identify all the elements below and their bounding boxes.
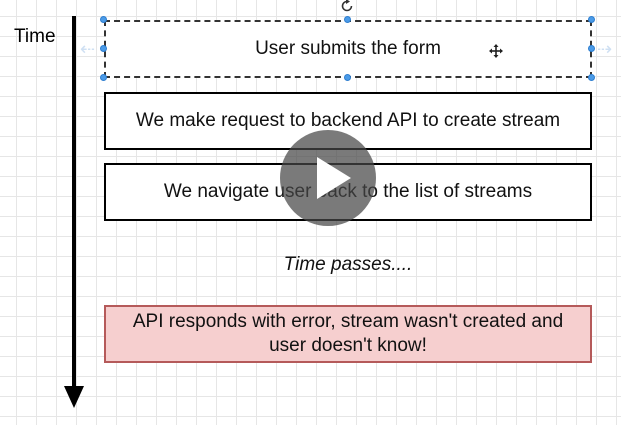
- time-passes-caption: Time passes....: [283, 254, 413, 275]
- step-label: We make request to backend API to create…: [135, 110, 561, 132]
- resize-handle-middle-left[interactable]: [100, 45, 107, 52]
- resize-handle-top-center[interactable]: [344, 16, 351, 23]
- connector-left-arrow-icon[interactable]: ⇠: [80, 39, 96, 59]
- resize-handle-middle-right[interactable]: [588, 45, 595, 52]
- resize-handle-bottom-center[interactable]: [344, 74, 351, 81]
- play-icon: [317, 157, 351, 199]
- resize-handle-bottom-left[interactable]: [100, 74, 107, 81]
- resize-handle-top-left[interactable]: [100, 16, 107, 23]
- connector-right-arrow-icon[interactable]: ⇢: [597, 39, 613, 59]
- resize-handle-bottom-right[interactable]: [588, 74, 595, 81]
- play-button[interactable]: [280, 130, 376, 226]
- step-request-backend-api[interactable]: We make request to backend API to create…: [104, 92, 592, 150]
- move-icon: [489, 44, 503, 58]
- rotate-icon[interactable]: [339, 0, 355, 14]
- step-label: User submits the form: [255, 38, 441, 60]
- resize-handle-top-right[interactable]: [588, 16, 595, 23]
- step-user-submits-form[interactable]: User submits the form: [104, 20, 592, 78]
- time-axis-label: Time: [14, 26, 56, 47]
- error-label: API responds with error, stream wasn't c…: [132, 311, 564, 356]
- arrow-down-icon: [64, 16, 84, 408]
- api-error-box[interactable]: API responds with error, stream wasn't c…: [104, 305, 592, 363]
